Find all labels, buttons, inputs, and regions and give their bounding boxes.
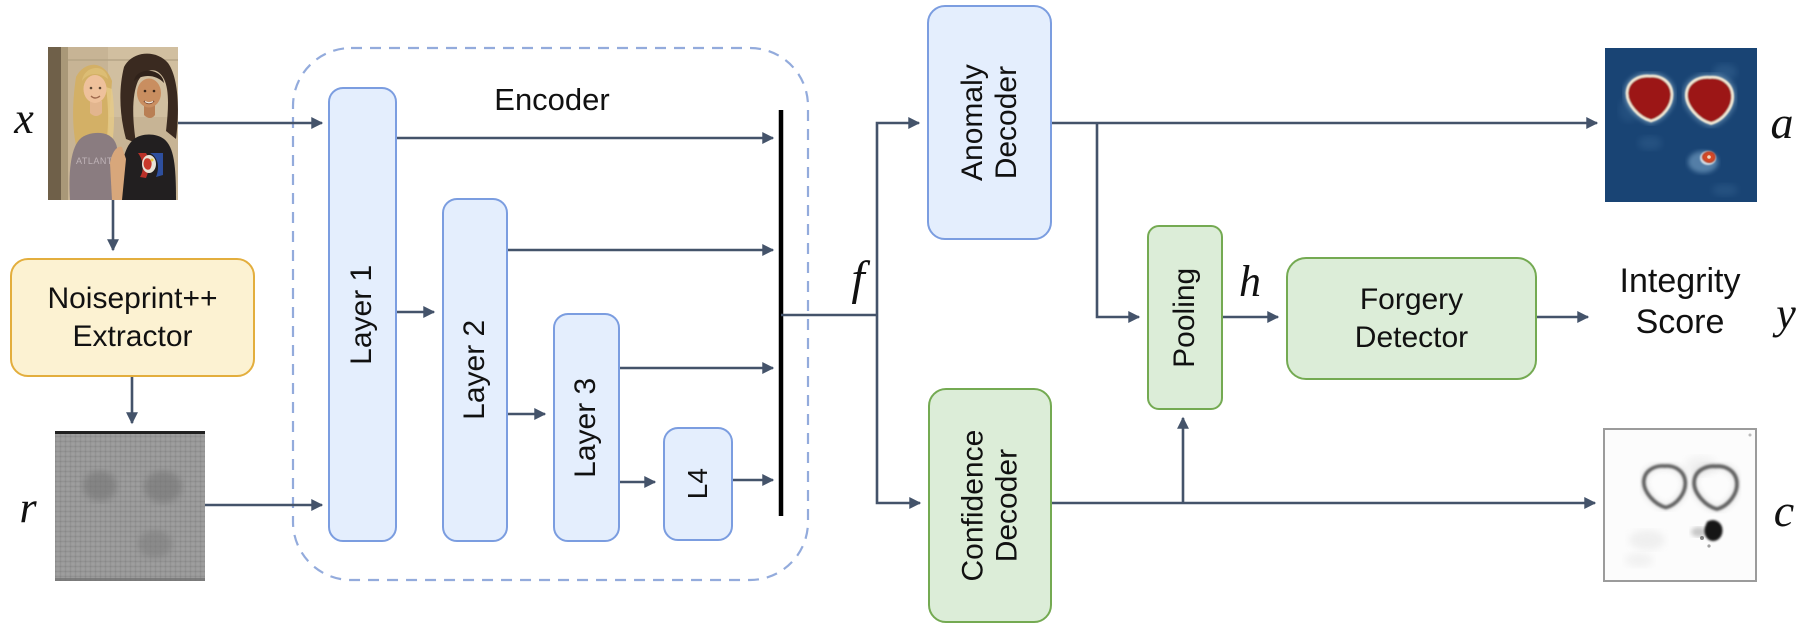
label-r: r [8, 482, 48, 532]
arrow-anomaly-to-pooling [1095, 123, 1141, 323]
input-photo-image: ATLANTA [48, 47, 178, 200]
forgery-detector-box: Forgery Detector [1286, 257, 1537, 380]
photo-door-frame [48, 47, 61, 200]
photo-right-person [110, 53, 178, 200]
noiseprint-extractor-label: Noiseprint++ Extractor [47, 280, 217, 355]
arrow-f-to-confidence-decoder [875, 315, 922, 509]
integrity-line2: Score [1635, 302, 1725, 341]
anomaly-blob-left [1624, 72, 1676, 125]
label-a-text: a [1770, 96, 1794, 148]
confidence-dark-spot [1691, 520, 1723, 548]
pooling-box: Pooling [1147, 225, 1223, 410]
forgery-line1: Forgery [1359, 283, 1464, 316]
residual-blob-right [144, 471, 182, 503]
confidence-ring-right [1689, 461, 1742, 514]
anomaly-heatmap [1605, 48, 1757, 202]
layer4-label: L4 [682, 468, 714, 500]
forgery-line2: Detector [1354, 320, 1469, 354]
anomaly-line1: Anomaly [955, 64, 989, 181]
label-c: c [1762, 484, 1804, 536]
layer3-label: Layer 3 [569, 377, 603, 478]
label-a: a [1760, 96, 1804, 148]
anomaly-decoder-box: Anomaly Decoder [927, 5, 1052, 240]
arrow-f-to-anomaly-decoder [875, 117, 921, 315]
layer1-label: Layer 1 [345, 264, 379, 365]
anomaly-heatmap-image [1605, 48, 1757, 202]
confidence-decoder-box: Confidence Decoder [928, 388, 1052, 623]
noiseprint-line1: Noiseprint++ [47, 282, 218, 315]
label-y-text: y [1776, 288, 1796, 338]
anomaly-decoder-label: Anomaly Decoder [956, 64, 1023, 181]
label-x-text: x [14, 93, 34, 143]
confidence-decoder-label: Confidence Decoder [956, 430, 1023, 582]
label-c-text: c [1773, 484, 1795, 536]
label-f: f [834, 250, 882, 306]
label-h-text: h [1239, 256, 1261, 306]
label-r-text: r [19, 482, 37, 532]
encoder-layer1-box: Layer 1 [328, 87, 397, 542]
photo-shirt-graphic [138, 153, 163, 178]
photo-left-person: ATLANTA [69, 64, 119, 200]
label-x: x [4, 93, 44, 143]
confidence-ring-left [1639, 461, 1690, 513]
label-y: y [1766, 287, 1804, 339]
encoder-layer3-box: Layer 3 [553, 313, 620, 542]
confidence-map-image [1603, 428, 1757, 582]
noiseprint-extractor-box: Noiseprint++ Extractor [10, 258, 255, 377]
integrity-line1: Integrity [1619, 262, 1741, 300]
encoder-title-text: Encoder [494, 82, 610, 117]
noiseprint-residual-map [55, 431, 205, 581]
layer2-label: Layer 2 [458, 319, 492, 421]
residual-blob-left [83, 471, 117, 501]
encoder-layer2-box: Layer 2 [442, 198, 508, 542]
residual-blob-bottom [138, 530, 172, 558]
residual-image [55, 431, 205, 581]
anomaly-small-spot [1688, 151, 1718, 173]
encoder-layer4-box: L4 [663, 427, 733, 541]
forgery-detector-label: Forgery Detector [1355, 281, 1468, 356]
integrity-score-label: Integrity Score [1596, 261, 1764, 343]
label-f-text: f [851, 251, 865, 305]
encoder-title: Encoder [462, 82, 642, 118]
anomaly-line2: Decoder [989, 65, 1023, 180]
confidence-map [1603, 428, 1757, 582]
photo-gray-shirt [69, 132, 118, 200]
photo-shirt-text: ATLANTA [76, 156, 119, 166]
label-h: h [1226, 253, 1274, 309]
input-photo: ATLANTA [48, 47, 178, 200]
confidence-line2: Decoder [990, 448, 1023, 563]
noiseprint-line2: Extractor [72, 319, 193, 353]
confidence-line1: Confidence [956, 429, 990, 582]
pooling-label: Pooling [1168, 267, 1202, 368]
anomaly-blob-right [1683, 74, 1736, 127]
